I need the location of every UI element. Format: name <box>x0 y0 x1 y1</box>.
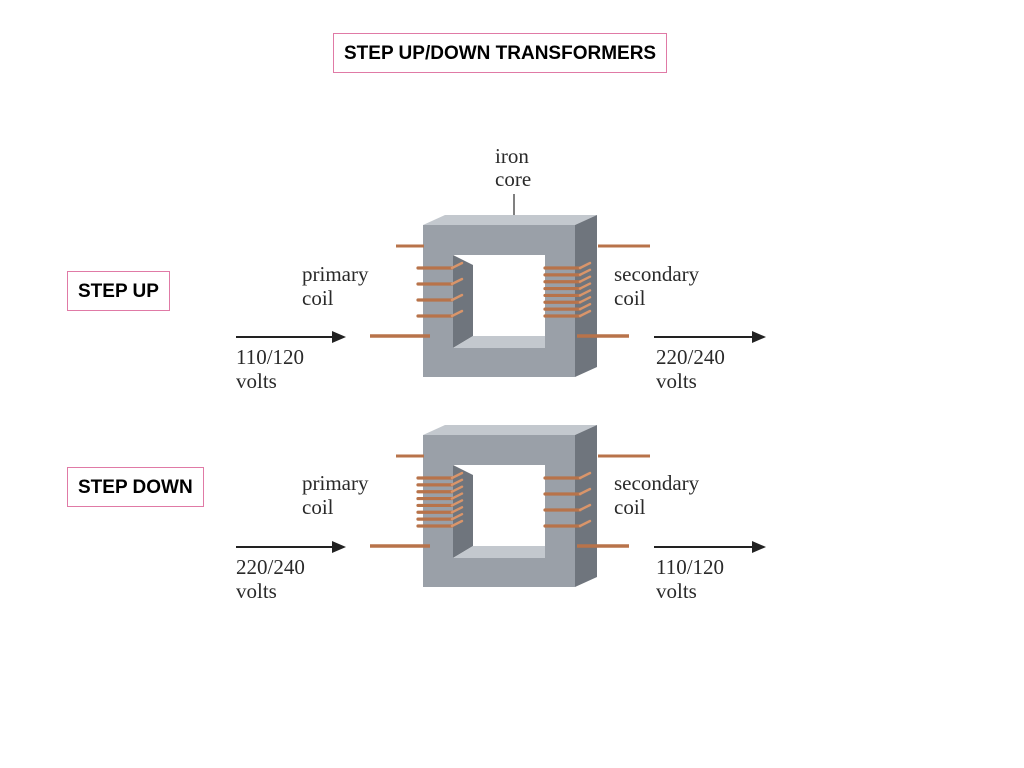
core-window <box>473 265 545 336</box>
step-down-input-voltage-line2: volts <box>236 579 277 603</box>
coil-turn-back <box>578 471 592 480</box>
step-up-secondary-label-line2: coil <box>614 286 646 310</box>
step-up-primary-label-line2: coil <box>302 286 334 310</box>
step-up-secondary-coil <box>543 244 650 338</box>
coil-turn-back <box>450 499 464 507</box>
step-down-transformer: primary coil secondary coil 220/240 volt… <box>236 425 766 603</box>
step-up-iron-core <box>423 215 597 377</box>
step-up-output-voltage-line1: 220/240 <box>656 345 725 369</box>
coil-turn-back <box>578 275 592 283</box>
step-up-primary-label-line1: primary <box>302 262 369 286</box>
step-down-secondary-label-line1: secondary <box>614 471 700 495</box>
step-up-output-voltage-line2: volts <box>656 369 697 393</box>
core-front-face <box>423 435 575 587</box>
coil-turn-back <box>450 309 464 318</box>
coil-turn-back <box>450 277 464 286</box>
page-title: STEP UP/DOWN TRANSFORMERS <box>333 33 668 73</box>
coil-turn-back <box>578 309 592 318</box>
iron-core-label: iron core <box>495 144 531 220</box>
core-window <box>473 475 545 546</box>
coil-turn-back <box>450 492 464 500</box>
step-down-input-voltage-line1: 220/240 <box>236 555 305 579</box>
coil-turn-back <box>450 485 464 493</box>
coil-turn-back <box>578 519 592 528</box>
coil-turn-back <box>578 302 592 311</box>
step-up-input-arrow <box>236 331 346 343</box>
core-window-inner-wall <box>453 255 473 348</box>
coil-turn-back <box>578 503 592 512</box>
step-down-secondary-label-line2: coil <box>614 495 646 519</box>
step-down-secondary-coil <box>543 454 650 548</box>
coil-turn-back <box>450 519 464 528</box>
step-down-primary-label-line2: coil <box>302 495 334 519</box>
step-up-output-arrow <box>654 331 766 343</box>
step-down-primary-coil <box>370 454 464 548</box>
coil-turn-back <box>578 296 592 304</box>
step-down-output-arrow <box>654 541 766 553</box>
coil-turn-back <box>450 261 464 270</box>
core-front-face <box>423 225 575 377</box>
step-down-output-voltage-line2: volts <box>656 579 697 603</box>
step-up-input-voltage-line1: 110/120 <box>236 345 304 369</box>
iron-core-label-line2: core <box>495 167 531 191</box>
step-up-primary-coil <box>370 244 464 338</box>
iron-core-label-line1: iron <box>495 144 529 168</box>
step-down-input-arrow <box>236 541 346 553</box>
step-down-output-voltage-line1: 110/120 <box>656 555 724 579</box>
core-window-inner-floor <box>453 336 545 348</box>
coil-turn-back <box>578 261 592 270</box>
core-top-face <box>423 215 597 225</box>
step-up-input-voltage-line2: volts <box>236 369 277 393</box>
coil-turn-back <box>450 478 464 487</box>
step-up-label: STEP UP <box>67 271 170 311</box>
coil-turn-back <box>450 512 464 521</box>
step-up-transformer: primary coil secondary coil 110/120 volt… <box>236 215 766 393</box>
coil-turn-back <box>578 487 592 496</box>
core-window-inner-floor <box>453 546 545 558</box>
coil-turn-back <box>578 268 592 277</box>
step-up-secondary-label-line1: secondary <box>614 262 700 286</box>
coil-turn-back <box>578 289 592 297</box>
coil-turn-back <box>450 293 464 302</box>
coil-turn-back <box>578 282 592 290</box>
core-top-face <box>423 425 597 435</box>
step-down-label: STEP DOWN <box>67 467 204 507</box>
coil-turn-back <box>450 471 464 480</box>
coil-turn-back <box>450 506 464 514</box>
step-down-primary-label-line1: primary <box>302 471 369 495</box>
